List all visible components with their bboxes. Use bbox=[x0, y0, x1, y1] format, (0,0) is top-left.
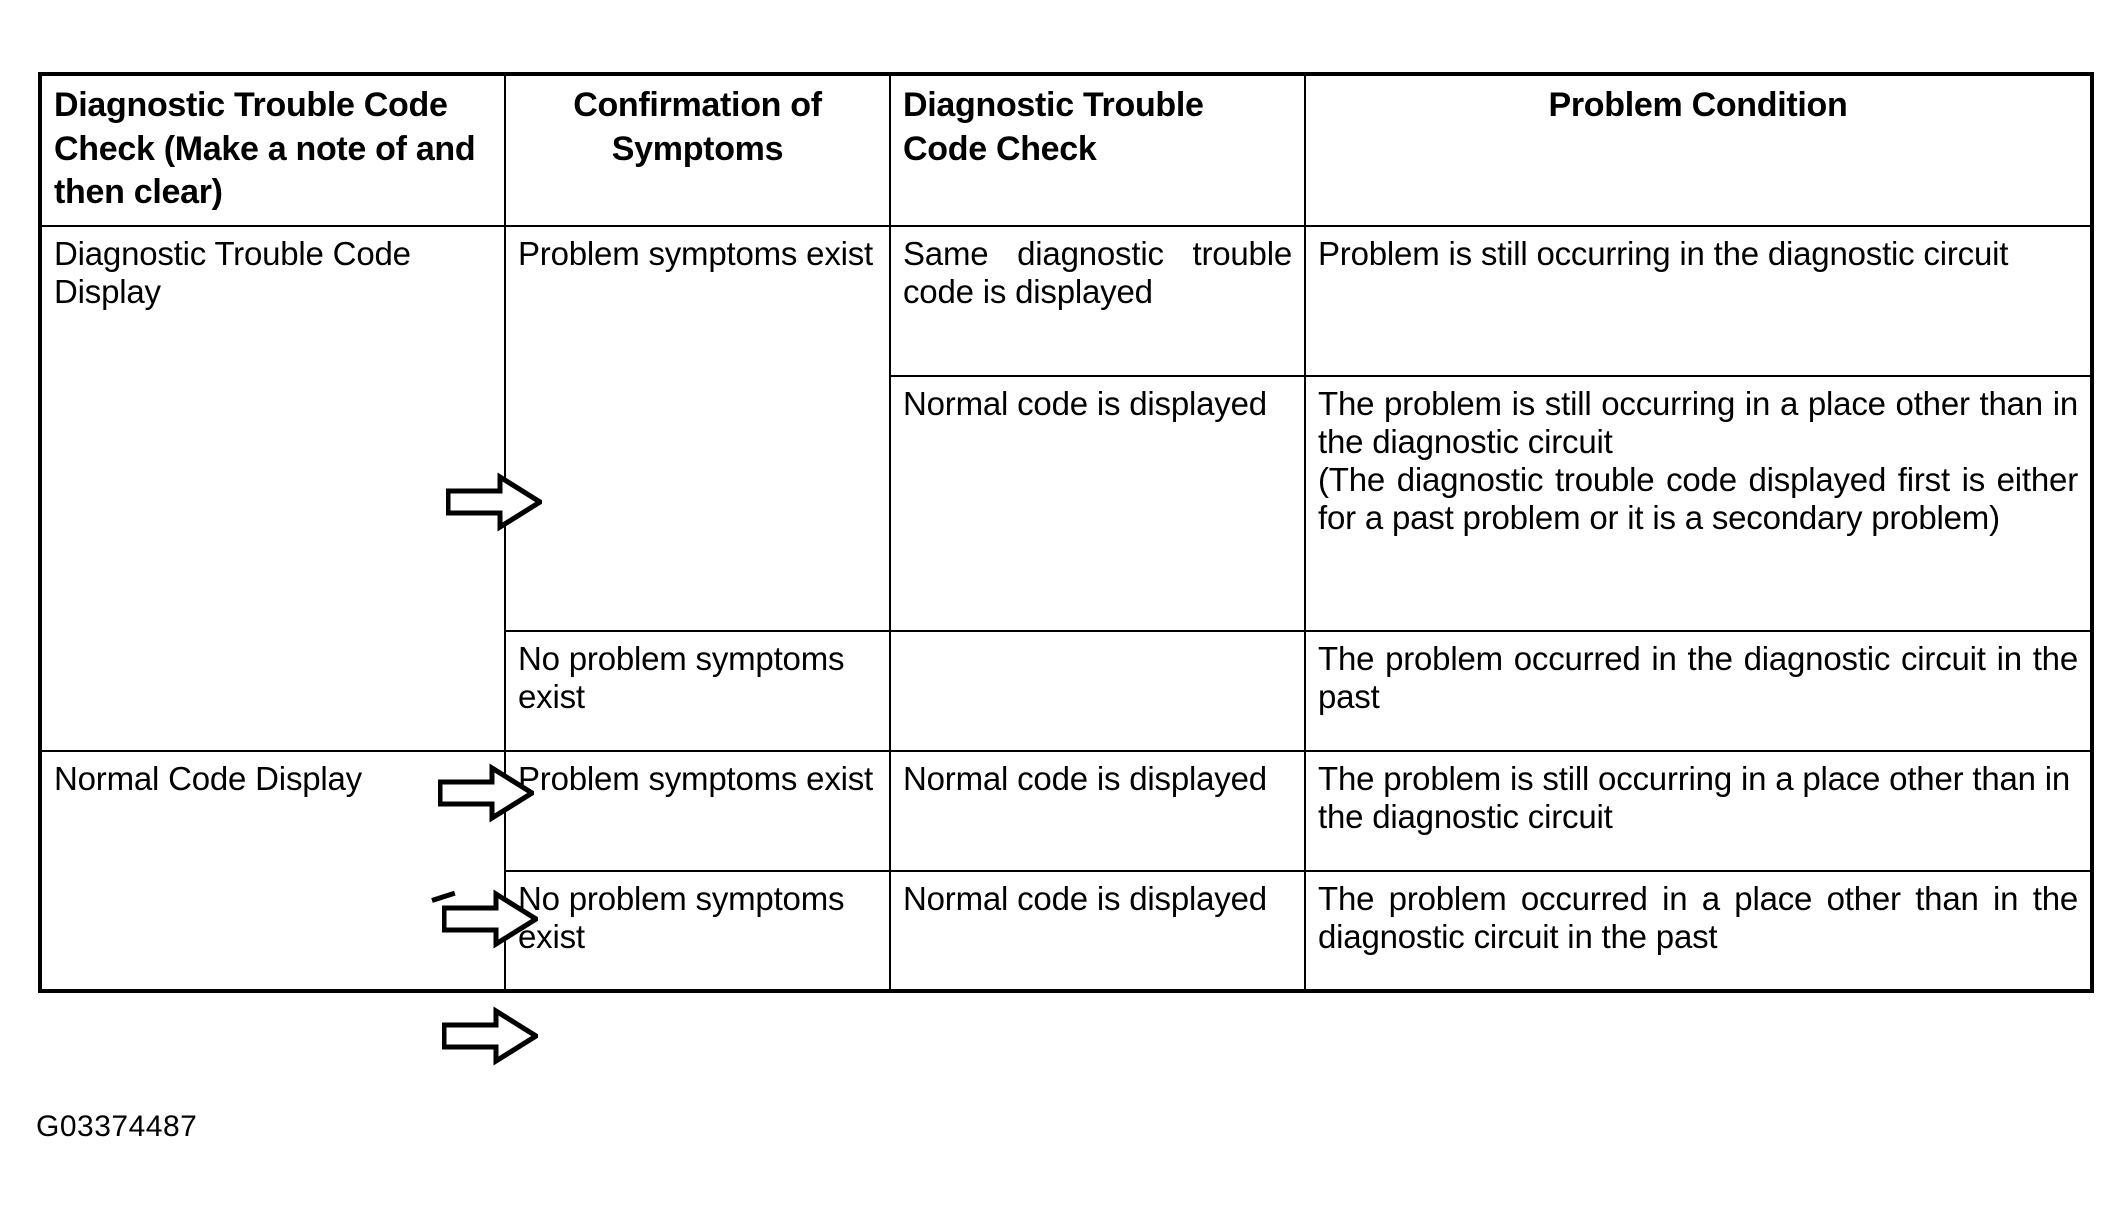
column-header-problem-condition: Problem Condition bbox=[1304, 73, 2093, 227]
cell-dtc-check-same-code: Same diagnostic trouble code is displaye… bbox=[889, 224, 1306, 377]
right-arrow-outline-icon bbox=[442, 1005, 538, 1067]
column-header-dtc-check-initial: Diagnostic Trouble Code Check (Make a no… bbox=[39, 73, 506, 227]
cell-confirmation-no-problem-symptoms-2: No problem symptoms exist bbox=[504, 869, 891, 992]
table-header-row: Diagnostic Trouble Code Check (Make a no… bbox=[39, 73, 2093, 227]
column-header-confirmation-of-symptoms: Confirmation of Symptoms bbox=[504, 73, 891, 227]
table-row: Normal code is displayed The problem is … bbox=[40, 374, 2093, 632]
cell-problem-condition-3: The problem occurred in the diagnostic c… bbox=[1304, 629, 2093, 752]
cell-problem-condition-5: The problem occurred in a place other th… bbox=[1304, 869, 2093, 992]
cell-problem-condition-1: Problem is still occurring in the diagno… bbox=[1304, 224, 2093, 377]
table-row: Normal Code Display Problem symptoms exi… bbox=[39, 749, 2093, 992]
problem-condition-2-line-1: The problem is still occurring in a plac… bbox=[1318, 384, 2078, 460]
column-header-dtc-check: Diagnostic Trouble Code Check bbox=[889, 73, 1306, 227]
cell-problem-condition-2: The problem is still occurring in a plac… bbox=[1304, 374, 2093, 632]
figure-code-label: G03374487 bbox=[36, 1110, 198, 1143]
diagnostic-trouble-code-table: Diagnostic Trouble Code Check (Make a no… bbox=[38, 72, 2094, 993]
cell-confirmation-problem-symptoms-exist-2: Problem symptoms exist bbox=[504, 749, 891, 872]
cell-confirmation-no-problem-symptoms-1: No problem symptoms exist bbox=[504, 629, 891, 752]
table-header: Diagnostic Trouble Code Check (Make a no… bbox=[39, 73, 2093, 227]
table-row: No problem symptoms exist The problem oc… bbox=[40, 629, 2093, 752]
cell-normal-code-display-initial: Normal Code Display bbox=[39, 749, 506, 992]
cell-confirmation-problem-symptoms-exist-1: Problem symptoms exist bbox=[504, 224, 891, 632]
problem-condition-2-line-2: (The diagnostic trouble code displayed f… bbox=[1318, 461, 2078, 537]
table-row: Diagnostic Trouble Code Display Problem … bbox=[39, 224, 2093, 752]
cell-dtc-check-normal-code-3: Normal code is displayed bbox=[889, 869, 1306, 992]
cell-dtc-check-empty-1 bbox=[889, 629, 1306, 752]
cell-dtc-display-initial: Diagnostic Trouble Code Display bbox=[39, 224, 506, 752]
cell-problem-condition-4: The problem is still occurring in a plac… bbox=[1304, 749, 2093, 872]
table-row: No problem symptoms exist Normal code is… bbox=[40, 869, 2093, 992]
cell-dtc-check-normal-code-1: Normal code is displayed bbox=[889, 374, 1306, 632]
cell-dtc-check-normal-code-2: Normal code is displayed bbox=[889, 749, 1306, 872]
table-body: Diagnostic Trouble Code Display Problem … bbox=[39, 224, 2093, 992]
